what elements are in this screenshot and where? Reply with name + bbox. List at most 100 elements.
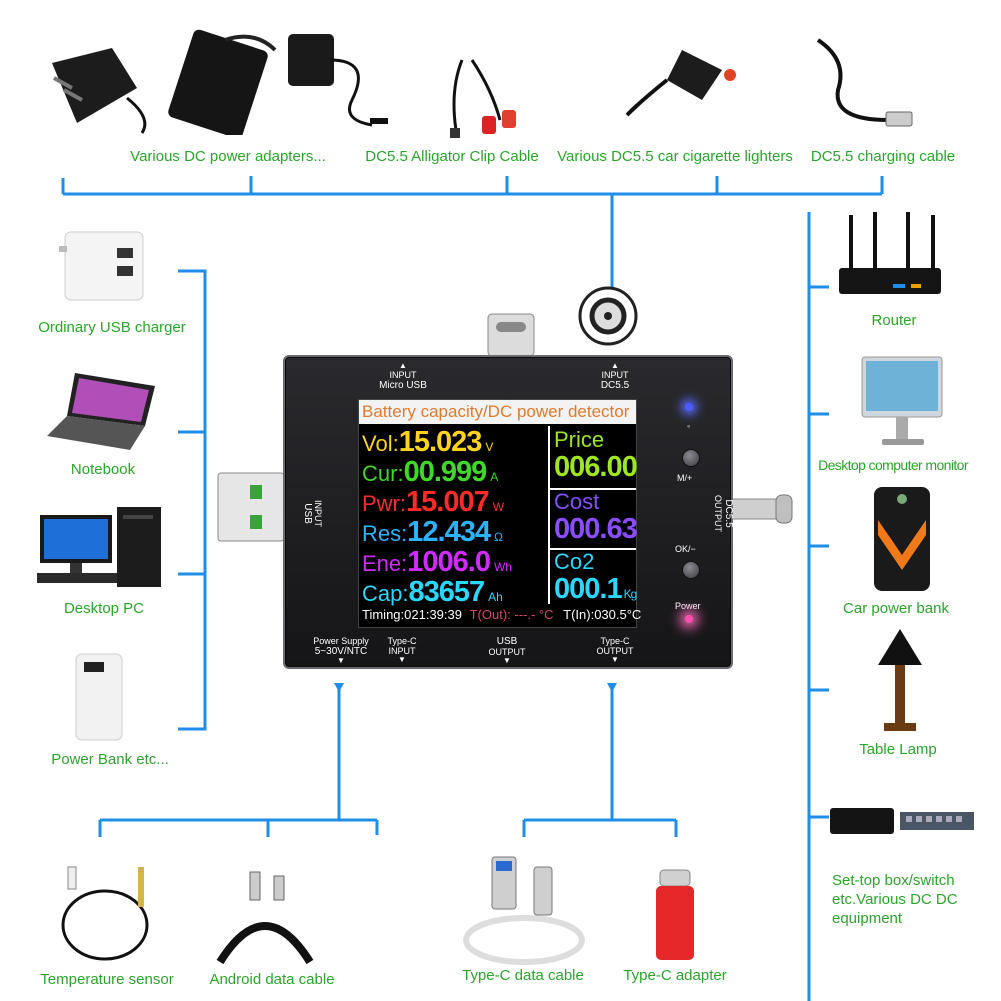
alligator-clip-icon: [450, 59, 516, 138]
top-bus-line: [61, 176, 884, 340]
type-c-output-port-name: Type-C: [600, 636, 630, 646]
label-dc-charging-cable: DC5.5 charging cable: [810, 148, 956, 165]
co2-value: 000.1: [554, 573, 623, 605]
lcd-screen: Battery capacity/DC power detector Vol:1…: [358, 399, 641, 628]
monitor-icon: [861, 356, 943, 445]
power-supply-arrow-icon: ▼: [337, 656, 345, 665]
desktop-pc-icon: [37, 507, 161, 587]
power-supply-port-label: Power Supply 5~30V/NTC ▼: [313, 636, 369, 665]
power-meter-device: ▲ INPUT Micro USB ▲ INPUT DC5.5 INPUT US…: [283, 355, 734, 669]
micro-usb-port-top: INPUT: [389, 370, 417, 380]
power-led[interactable]: [685, 615, 693, 623]
reading-key: Cap:: [362, 581, 409, 606]
type-c-input-port-sub: INPUT: [388, 646, 416, 656]
screen-divider-2: [550, 548, 636, 550]
dc55-output-port-label: DC5.5 OUTPUT: [713, 495, 734, 532]
reading-value: 12.434: [407, 516, 491, 548]
micro-usb-port-name: Micro USB: [379, 380, 427, 391]
reading-unit: V: [485, 440, 494, 454]
usb-charger-icon: [59, 231, 144, 301]
screen-divider-1: [550, 488, 636, 490]
type-c-input-port-label: Type-C INPUT ▼: [387, 636, 416, 664]
wall-adapter-icon: [288, 34, 388, 127]
usb-input-port-label: INPUT USB: [302, 500, 323, 527]
reading-key: Res:: [362, 521, 408, 546]
label-table-lamp: Table Lamp: [859, 741, 937, 758]
usb-output-arrow-icon: ▼: [503, 656, 511, 665]
temp-in-value: T(In):030.5°C: [563, 607, 642, 622]
reading-unit: Wh: [493, 560, 512, 574]
label-desktop-monitor: Desktop computer monitor: [818, 457, 968, 473]
bottom-left-line: [98, 683, 379, 837]
reading-unit: Ω: [493, 530, 503, 544]
dc55-input-arrow-icon: ▲: [611, 361, 619, 370]
car-charger-icon: [625, 50, 736, 117]
m-plus-button[interactable]: [682, 449, 700, 467]
type-c-adapter-icon: [656, 869, 694, 960]
cost-block: Cost 000.63: [554, 489, 638, 545]
temp-out-value: T(Out): ---.- °C: [469, 607, 554, 622]
power-supply-port-name: Power Supply: [313, 636, 369, 646]
right-bus-line: [807, 212, 829, 1001]
label-android-data-cable: Android data cable: [209, 971, 335, 988]
dc55-input-port-label: ▲ INPUT DC5.5: [601, 362, 629, 391]
label-notebook: Notebook: [70, 461, 136, 478]
reading-value: 15.007: [406, 486, 490, 518]
left-bus-line: [178, 269, 207, 731]
type-c-output-port-sub: OUTPUT: [596, 646, 634, 656]
micro-usb-arrow-icon: ▲: [399, 361, 407, 370]
car-power-bank-icon: [874, 487, 930, 591]
label-alligator-clip-cable: DC5.5 Alligator Clip Cable: [365, 148, 539, 165]
type-c-output-port-label: Type-C OUTPUT ▼: [597, 636, 634, 664]
cost-label: Cost: [554, 489, 600, 514]
reading-key: Ene:: [362, 551, 408, 576]
label-various-dc-dc: etc.Various DC DC: [832, 891, 958, 908]
label-car-power-bank: Car power bank: [843, 600, 949, 617]
reading-key: Vol:: [362, 431, 399, 456]
usb-output-port-sub: OUTPUT: [488, 647, 526, 657]
m-plus-label: M/+: [677, 473, 693, 483]
ok-minus-button[interactable]: [682, 561, 700, 579]
table-lamp-icon: [878, 629, 922, 731]
price-value: 006.00: [554, 451, 638, 483]
dc55-input-port-name: DC5.5: [600, 380, 630, 391]
timing-value: Timing:021:39:39: [362, 607, 462, 622]
signal-icon: ◦: [687, 421, 691, 431]
set-top-box-icon: [830, 808, 974, 834]
dc55-input-port-top: INPUT: [601, 370, 629, 380]
reading-unit: W: [492, 500, 505, 514]
reading-value: 83657: [408, 576, 485, 608]
type-c-output-arrow-icon: ▼: [611, 655, 619, 664]
reading-unit: A: [490, 470, 499, 484]
temperature-sensor-icon: [61, 866, 149, 961]
micro-usb-port-label: ▲ INPUT Micro USB: [379, 362, 427, 391]
label-set-top-box: Set-top box/switch: [832, 872, 955, 889]
price-block: Price 006.00: [554, 428, 638, 483]
type-c-cable-icon: [463, 856, 585, 965]
usb-a-plug-icon: [217, 472, 285, 542]
dc-plug-icon: [727, 494, 793, 524]
power-label: Power: [675, 601, 701, 611]
usb-input-port-name: USB: [302, 503, 313, 524]
power-bank-icon: [75, 653, 123, 741]
bottom-middle-line: [522, 683, 678, 837]
label-equipment: equipment: [832, 910, 903, 927]
power-supply-port-sub: 5~30V/NTC: [314, 646, 368, 657]
type-c-input-arrow-icon: ▼: [398, 655, 406, 664]
dc55-output-port-sub: OUTPUT: [713, 495, 723, 532]
type-c-plug-icon: [487, 313, 535, 357]
label-type-c-adapter: Type-C adapter: [623, 967, 727, 984]
reading-key: Cur:: [362, 461, 404, 486]
dc-jack-icon: [578, 286, 638, 346]
usb-input-port-top: INPUT: [313, 500, 323, 527]
laptop-icon: [47, 373, 155, 450]
label-temperature-sensor: Temperature sensor: [40, 971, 174, 988]
label-usb-charger: Ordinary USB charger: [38, 319, 186, 336]
